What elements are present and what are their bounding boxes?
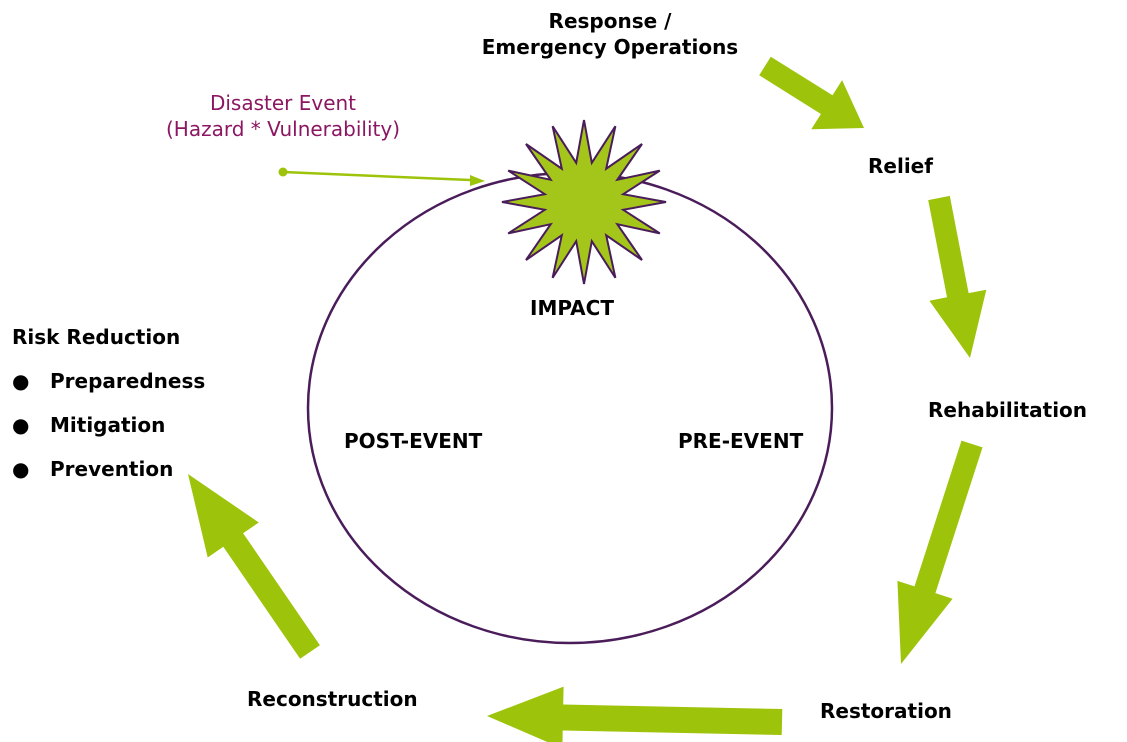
stage-label-relief: Relief <box>868 154 933 178</box>
pre-event-label: PRE-EVENT <box>678 429 804 453</box>
risk-reduction-item-label: Prevention <box>50 457 174 481</box>
disaster-event-line-1: Disaster Event <box>209 91 357 115</box>
stage-label-reconstruction: Reconstruction <box>247 687 418 711</box>
risk-reduction-list: ● Preparedness ● Mitigation ● Prevention <box>12 368 205 500</box>
stage-label-response: Response / Emergency Operations <box>440 8 780 60</box>
impact-label: IMPACT <box>530 296 614 320</box>
risk-reduction-item: ● Preparedness <box>12 368 205 412</box>
stage-label-response-line-1: Response / <box>548 9 672 33</box>
bullet-icon: ● <box>12 369 30 393</box>
cycle-arrows <box>188 56 987 742</box>
arrow-response-to-relief <box>759 56 864 130</box>
stage-label-restoration: Restoration <box>820 699 952 723</box>
risk-reduction-item: ● Prevention <box>12 456 205 500</box>
disaster-event-label: Disaster Event (Hazard * Vulnerability) <box>118 90 448 142</box>
arrow-reconstruction-to-risk-reduction <box>188 474 320 659</box>
risk-reduction-block: Risk Reduction ● Preparedness ● Mitigati… <box>12 324 205 500</box>
stage-label-response-line-2: Emergency Operations <box>481 35 739 59</box>
risk-reduction-title: Risk Reduction <box>12 325 181 349</box>
bullet-icon: ● <box>12 413 30 437</box>
bullet-icon: ● <box>12 457 30 481</box>
post-event-label: POST-EVENT <box>344 429 483 453</box>
stage-label-rehabilitation: Rehabilitation <box>928 398 1088 422</box>
arrow-rehabilitation-to-restoration <box>897 440 983 664</box>
impact-starburst-icon <box>501 119 667 285</box>
arrow-relief-to-rehabilitation <box>928 195 987 358</box>
risk-reduction-item: ● Mitigation <box>12 412 205 456</box>
risk-reduction-item-label: Mitigation <box>50 413 166 437</box>
arrow-restoration-to-reconstruction <box>487 686 783 742</box>
risk-reduction-item-label: Preparedness <box>50 369 206 393</box>
disaster-event-line-2: (Hazard * Vulnerability) <box>166 117 400 141</box>
disaster-event-pointer <box>278 167 485 186</box>
